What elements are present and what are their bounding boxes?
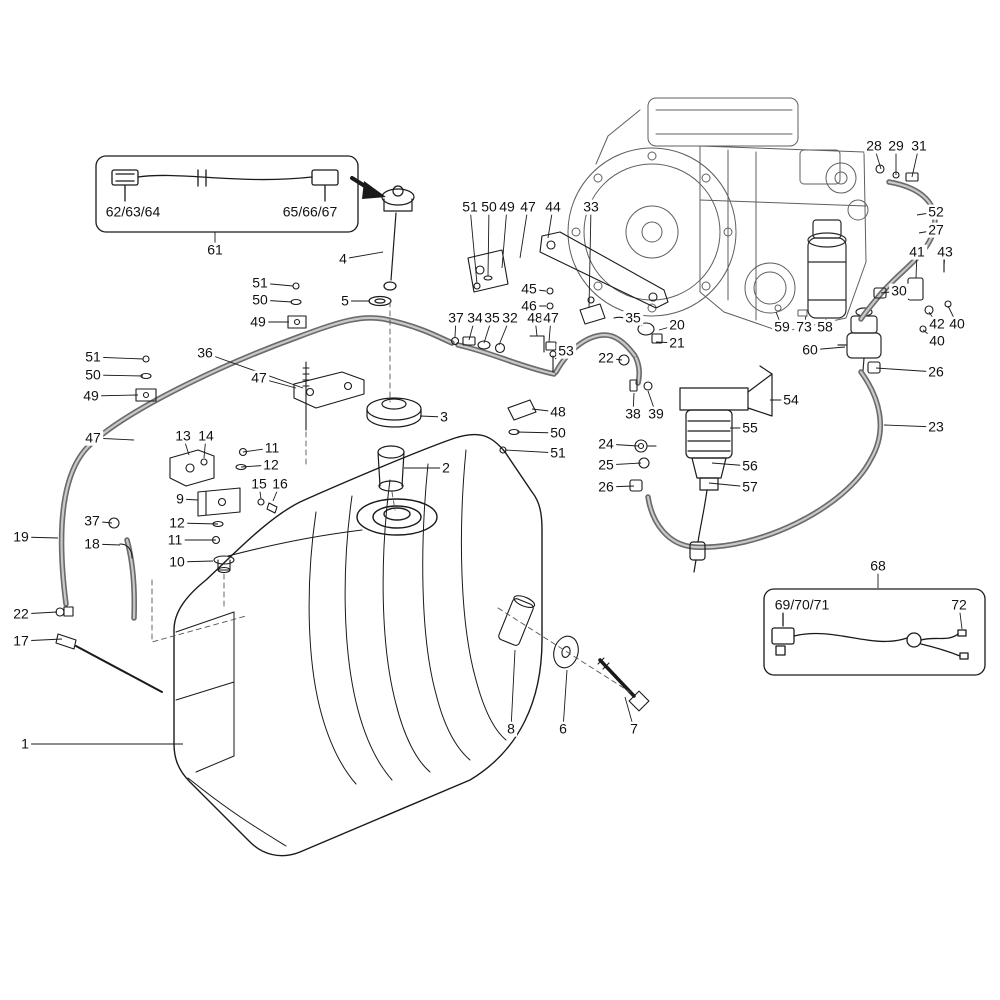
leader-line-31 bbox=[911, 145, 920, 178]
leader-line-15 bbox=[258, 483, 262, 500]
leader-line-35 bbox=[632, 317, 643, 327]
leader-line-11 bbox=[242, 447, 273, 453]
leader-line-50 bbox=[259, 299, 293, 303]
leader-line-21 bbox=[655, 341, 678, 344]
engine-fuel-filter bbox=[807, 219, 847, 319]
leader-line-24 bbox=[605, 443, 639, 447]
leader-line-50 bbox=[516, 431, 559, 434]
leader-line-48 bbox=[531, 408, 559, 413]
leader-line-9 bbox=[179, 498, 199, 501]
pointer-arrow bbox=[350, 176, 386, 199]
leader-line-52 bbox=[916, 211, 937, 216]
leader-line-43 bbox=[943, 251, 946, 267]
leader-line-39 bbox=[647, 390, 657, 415]
leader-line-28 bbox=[873, 145, 882, 170]
leader-line-47 bbox=[92, 437, 135, 441]
construction-lines bbox=[151, 301, 631, 693]
inset-box-61 bbox=[95, 155, 359, 233]
leader-line-57 bbox=[708, 482, 751, 488]
leader-line-22 bbox=[20, 611, 58, 615]
leader-line-56 bbox=[711, 462, 751, 467]
leader-line-38 bbox=[632, 392, 635, 415]
fuel-sender bbox=[368, 185, 415, 307]
leader-line-12 bbox=[240, 464, 272, 468]
leader-line-37 bbox=[91, 520, 113, 524]
leader-line-27 bbox=[918, 229, 937, 234]
fuel-filter-assembly bbox=[679, 365, 773, 573]
leader-line-49 bbox=[501, 206, 508, 269]
leader-line-48 bbox=[534, 317, 538, 337]
inset-box-68 bbox=[763, 588, 986, 676]
leader-line-30 bbox=[880, 290, 900, 294]
leader-line-37 bbox=[454, 317, 457, 338]
fuel-tank bbox=[173, 433, 543, 857]
leader-line-35 bbox=[483, 317, 493, 344]
leader-line-14 bbox=[203, 435, 207, 459]
leader-line-13 bbox=[182, 435, 190, 456]
small-hardware bbox=[55, 164, 952, 712]
leader-line-42 bbox=[928, 311, 938, 325]
leader-line-36 bbox=[204, 352, 304, 389]
leader-line-19 bbox=[20, 536, 59, 539]
leader-line-53 bbox=[554, 350, 567, 360]
leader-line-45 bbox=[528, 288, 547, 292]
leader-line-59 bbox=[775, 311, 783, 328]
leader-line-47 bbox=[519, 206, 529, 259]
leader-line-20 bbox=[658, 324, 678, 331]
leader-line-26 bbox=[875, 367, 937, 373]
leader-line-26 bbox=[605, 485, 635, 488]
filler-cap-and-neck bbox=[366, 397, 422, 492]
leader-line-47 bbox=[548, 317, 552, 343]
leader-line-58 bbox=[824, 318, 827, 328]
leader-line-34 bbox=[468, 317, 476, 341]
leader-line-17 bbox=[20, 638, 63, 642]
leader-line-44 bbox=[547, 206, 554, 239]
leader-line-10 bbox=[176, 560, 214, 563]
leader-line-3 bbox=[419, 415, 445, 418]
leader-line-7 bbox=[624, 696, 635, 730]
leader-line-49 bbox=[90, 394, 139, 397]
leader-line-33 bbox=[588, 206, 592, 309]
leader-line-4 bbox=[342, 251, 384, 260]
leader-line-51 bbox=[259, 282, 294, 287]
leader-line-51 bbox=[469, 206, 478, 285]
engine-line-art bbox=[567, 97, 869, 333]
leader-line-16 bbox=[272, 483, 281, 502]
leader-line-41 bbox=[915, 251, 918, 279]
leader-line-25 bbox=[605, 462, 642, 466]
leader-line-51 bbox=[504, 449, 559, 454]
leader-line-23 bbox=[883, 424, 937, 428]
leader-line-32 bbox=[498, 317, 511, 346]
leader-line-47 bbox=[258, 377, 297, 389]
leader-line-8 bbox=[510, 649, 516, 730]
leader-line-40 bbox=[922, 329, 938, 342]
leader-line-40 bbox=[947, 305, 958, 325]
leader-line-60 bbox=[809, 346, 846, 351]
leader-line-12 bbox=[176, 522, 219, 525]
leader-line-73 bbox=[803, 315, 807, 328]
leader-line-51 bbox=[92, 356, 144, 360]
leader-line-50 bbox=[92, 374, 144, 377]
leader-line-50 bbox=[487, 206, 490, 277]
leader-line-72 bbox=[958, 604, 963, 630]
leader-line-6 bbox=[562, 669, 568, 730]
leader-line-22 bbox=[605, 357, 623, 361]
leader-line-18 bbox=[91, 543, 121, 546]
